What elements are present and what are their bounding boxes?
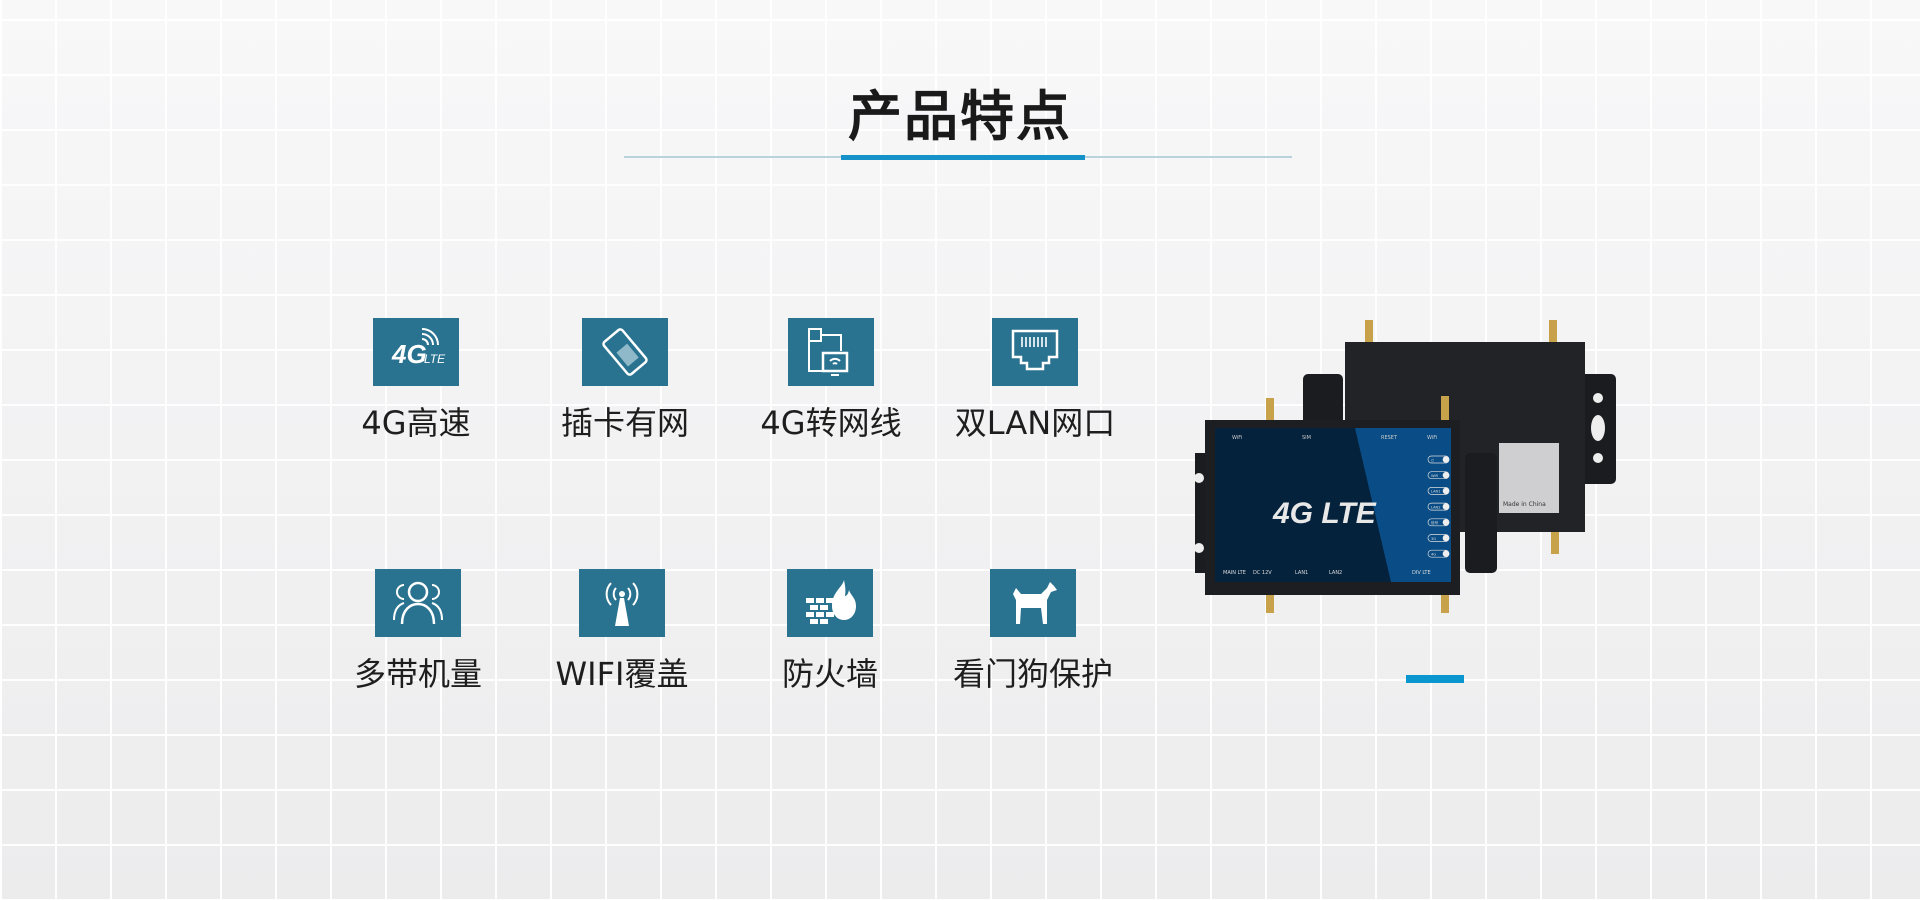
port-label: DC 12V <box>1253 570 1272 576</box>
led-label: LAN2 <box>1431 505 1441 509</box>
page-title: 产品特点 <box>848 85 1072 148</box>
feature-sim-card: 插卡有网 <box>525 318 725 444</box>
led-light <box>1442 534 1450 542</box>
ethernet-port-icon <box>992 318 1078 386</box>
feature-label: 插卡有网 <box>560 404 689 442</box>
watchdog-icon <box>990 569 1076 637</box>
port-label: SIM <box>1302 435 1311 441</box>
port-label: WiFi <box>1232 435 1242 441</box>
port-label: LAN1 <box>1295 570 1308 576</box>
wifi-antenna-icon <box>579 569 665 637</box>
router-logo: 4G LTE <box>1272 497 1377 530</box>
svg-text:4G: 4G <box>391 339 427 369</box>
feature-label: 多带机量 <box>353 655 482 693</box>
sticker-text: Made in China <box>1503 501 1546 508</box>
users-icon <box>375 569 461 637</box>
led-light <box>1442 519 1450 526</box>
title-divider-accent <box>841 155 1085 160</box>
feature-label: 4G转网线 <box>760 404 902 442</box>
accent-bar <box>1406 675 1464 683</box>
feature-label: 看门狗保护 <box>952 655 1113 693</box>
led-label: 信号 <box>1431 520 1439 525</box>
led-label: LAN1 <box>1431 490 1441 494</box>
feature-label: 4G高速 <box>361 404 471 442</box>
port-label: MAIN LTE <box>1223 570 1246 576</box>
led-light <box>1442 550 1450 557</box>
port-label: DIV LTE <box>1412 570 1431 576</box>
feature-label: 防火墙 <box>781 655 878 693</box>
led-light <box>1442 456 1450 463</box>
led-label: 4G <box>1431 553 1436 557</box>
led-label: ⏻ <box>1431 458 1434 462</box>
led-label: 3G <box>1431 537 1436 541</box>
network-conversion-icon <box>788 318 874 386</box>
router-product-image: 4G LTE WiFi SIM RESET WiFi MAIN LTE DC 1… <box>1195 320 1616 613</box>
led-light <box>1442 471 1450 479</box>
feature-dual-lan: 双LAN网口 <box>935 318 1135 444</box>
port-label: WiFi <box>1427 435 1437 441</box>
led-light <box>1442 503 1450 510</box>
router-front-unit: 4G LTE WiFi SIM RESET WiFi MAIN LTE DC 1… <box>1195 396 1497 613</box>
feature-label: WIFI覆盖 <box>555 655 689 693</box>
feature-wifi-coverage: WIFI覆盖 <box>522 569 722 695</box>
port-label: LAN2 <box>1329 570 1342 576</box>
feature-4g-to-ethernet: 4G转网线 <box>731 318 931 444</box>
port-label: RESET <box>1381 435 1398 441</box>
sticker: Made in China <box>1499 443 1559 513</box>
firewall-icon <box>787 569 873 637</box>
led-label: WiFi <box>1431 474 1438 478</box>
feature-label: 双LAN网口 <box>954 404 1116 442</box>
feature-multi-device: 多带机量 <box>318 569 518 695</box>
sim-card-icon <box>582 318 668 386</box>
feature-watchdog: 看门狗保护 <box>933 569 1133 695</box>
svg-text:LTE: LTE <box>424 352 446 366</box>
led-light <box>1442 487 1450 495</box>
feature-firewall: 防火墙 <box>730 569 930 695</box>
